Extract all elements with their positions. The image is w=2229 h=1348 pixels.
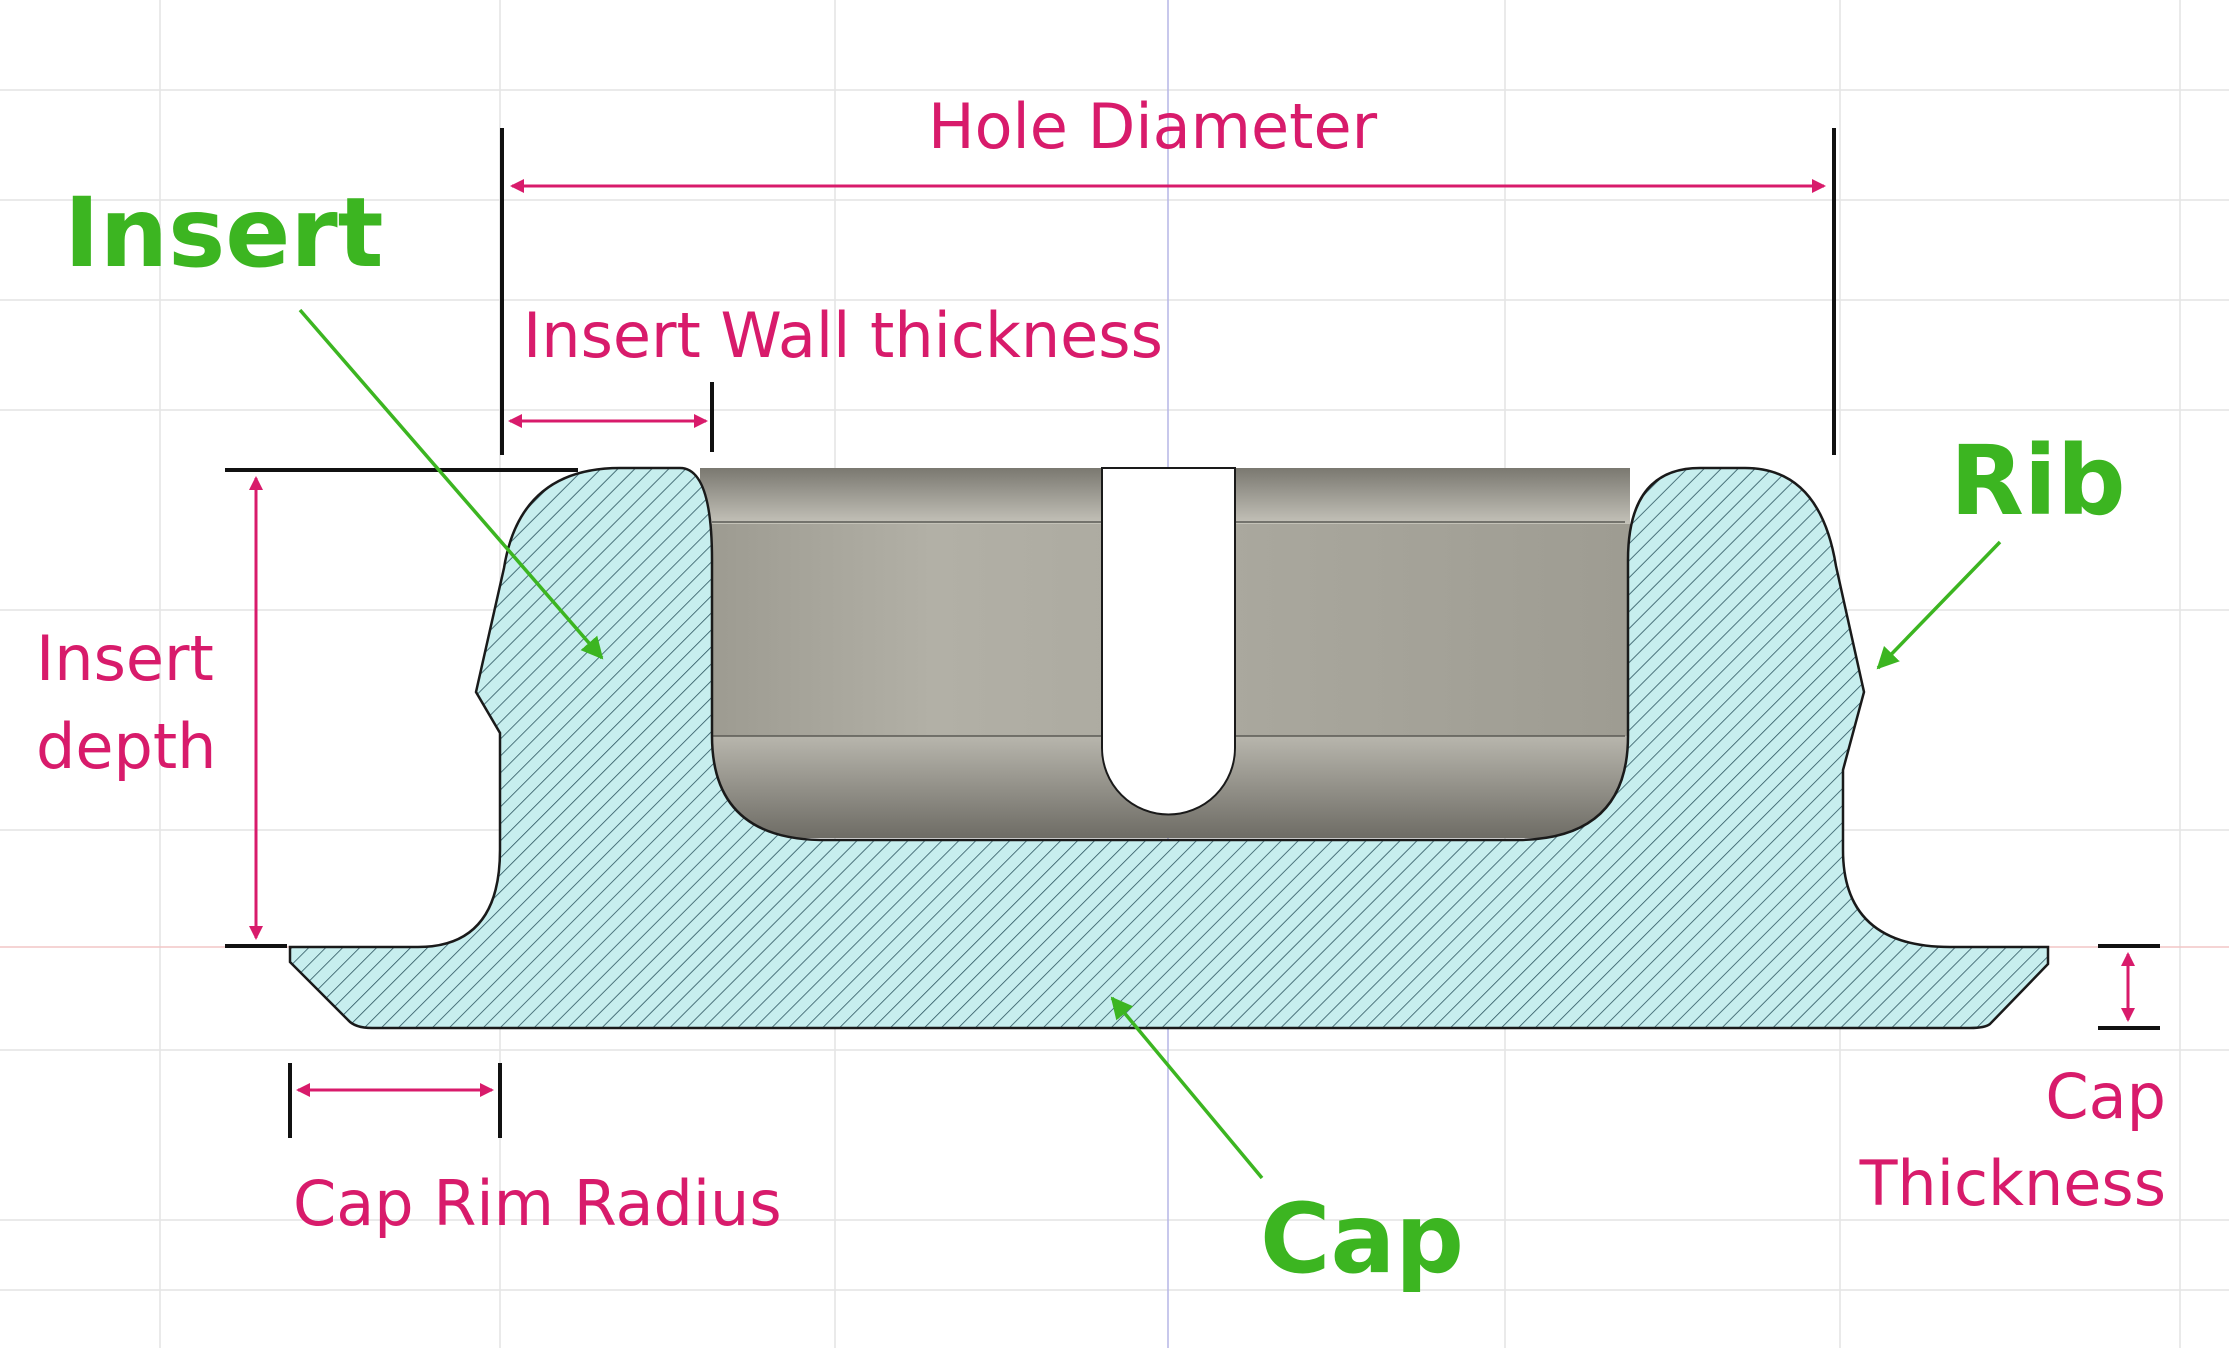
hole-diameter-label: Hole Diameter xyxy=(928,90,1378,163)
rib-callout-arrow xyxy=(1876,540,2002,670)
cap-callout-label: Cap xyxy=(1260,1183,1464,1295)
extension-lines xyxy=(225,128,2160,1138)
cap-rim-radius-label: Cap Rim Radius xyxy=(293,1167,782,1240)
insert-depth-label-line2: depth xyxy=(36,710,216,783)
insert-callout-arrow xyxy=(298,308,604,660)
insert-cavity xyxy=(700,467,1630,838)
cap-callout-arrow xyxy=(1110,996,1264,1180)
dimension-arrows xyxy=(249,179,2135,1097)
cap-thickness-label-line2: Thickness xyxy=(1859,1147,2166,1220)
insert-callout-label: Insert xyxy=(64,177,384,289)
insert-depth-label-line1: Insert xyxy=(36,622,214,695)
insert-wall-thickness-label: Insert Wall thickness xyxy=(523,299,1163,372)
callout-arrows xyxy=(298,308,2002,1180)
rib-callout-label: Rib xyxy=(1950,425,2126,537)
cap-insert-section xyxy=(288,466,2050,1030)
center-slot xyxy=(1101,467,1236,816)
cap-thickness-label-line1: Cap xyxy=(2045,1060,2166,1133)
